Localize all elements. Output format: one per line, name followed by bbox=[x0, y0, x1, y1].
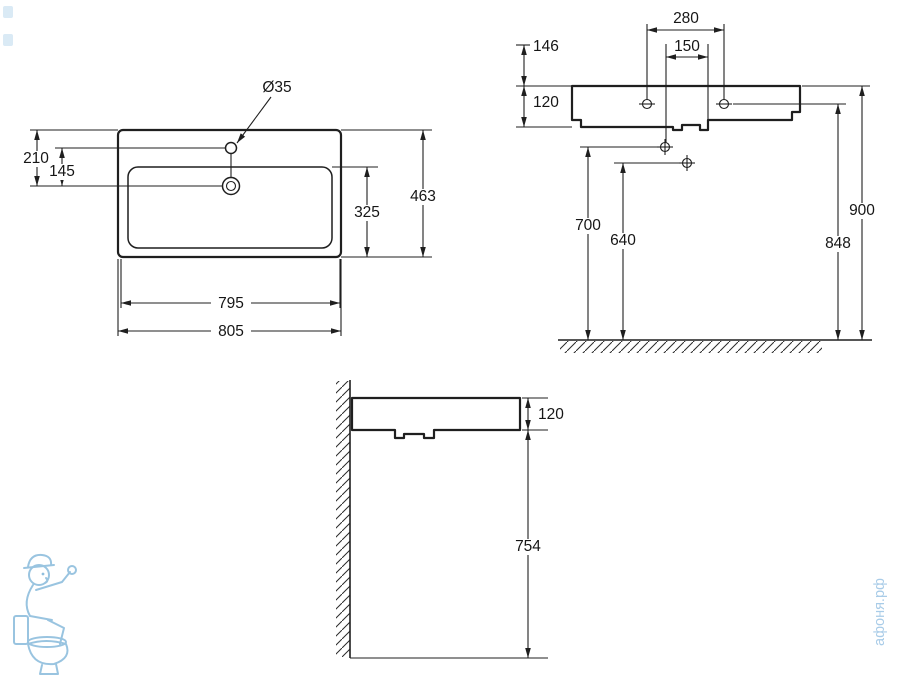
dim-label-900: 900 bbox=[849, 202, 875, 219]
dim-label-754: 754 bbox=[515, 538, 541, 555]
dim-210: 210 bbox=[16, 129, 222, 187]
dim-label-280: 280 bbox=[673, 10, 699, 27]
dim-label-210: 210 bbox=[23, 150, 49, 167]
dim-848: 848 bbox=[733, 103, 858, 340]
side-view: 120 754 bbox=[336, 380, 564, 659]
ground-line bbox=[558, 339, 872, 353]
dim-diameter: Ø35 bbox=[236, 79, 292, 144]
ground-hatch bbox=[560, 341, 822, 353]
toilet-tank bbox=[13, 615, 29, 645]
front-profile-outline bbox=[570, 84, 802, 132]
dim-145: 145 bbox=[42, 147, 225, 186]
dim-754: 754 bbox=[508, 430, 548, 658]
plumber-cap bbox=[27, 553, 53, 568]
dim-805: 805 bbox=[117, 259, 342, 340]
dim-label-150: 150 bbox=[674, 38, 700, 55]
dim-795: 795 bbox=[120, 259, 341, 312]
wall-hatch bbox=[336, 381, 350, 657]
dim-900: 900 bbox=[802, 85, 882, 340]
top-view: Ø35 210 145 463 325 bbox=[16, 79, 443, 340]
dim-label-640: 640 bbox=[610, 232, 636, 249]
corner-mark-icon bbox=[3, 34, 13, 46]
faucet-hole bbox=[224, 141, 238, 155]
dim-label-700: 700 bbox=[575, 217, 601, 234]
dim-label-795: 795 bbox=[218, 295, 244, 312]
drain-symbol bbox=[221, 154, 241, 196]
side-profile-outline bbox=[350, 396, 522, 440]
dim-label-325: 325 bbox=[354, 204, 380, 221]
plumber-eye bbox=[41, 572, 45, 576]
dim-640: 640 bbox=[603, 162, 681, 340]
fixing-hole-upper bbox=[657, 139, 673, 155]
dim-label-463: 463 bbox=[410, 188, 436, 205]
dim-label-848: 848 bbox=[825, 235, 851, 252]
dim-325: 325 bbox=[332, 166, 387, 257]
fixing-hole-lower bbox=[679, 155, 695, 171]
dim-label-145: 145 bbox=[49, 163, 75, 180]
dim-label-146: 146 bbox=[533, 38, 559, 55]
dim-120-front: 120 bbox=[516, 86, 572, 128]
basin-outer-outline bbox=[116, 128, 343, 259]
dim-label-120-side: 120 bbox=[538, 406, 564, 423]
front-view: 280 150 146 120 700 bbox=[516, 10, 882, 353]
watermark-site-text: афоня.рф bbox=[872, 578, 888, 646]
dim-280: 280 bbox=[646, 10, 725, 100]
leader-line bbox=[236, 96, 272, 144]
watermark-plumber bbox=[13, 553, 77, 675]
dim-150: 150 bbox=[665, 38, 709, 143]
plumber-head bbox=[28, 564, 50, 586]
dim-463: 463 bbox=[341, 129, 443, 258]
dim-label-805: 805 bbox=[218, 323, 244, 340]
watermark-corner-marks bbox=[3, 6, 13, 46]
corner-mark-icon bbox=[3, 6, 13, 18]
dim-label-diameter: Ø35 bbox=[262, 79, 291, 96]
dim-700: 700 bbox=[568, 146, 659, 340]
plumber-body bbox=[25, 584, 53, 621]
dim-label-120-front: 120 bbox=[533, 94, 559, 111]
basin-inner-outline bbox=[127, 166, 333, 249]
toilet-bowl bbox=[27, 640, 69, 666]
